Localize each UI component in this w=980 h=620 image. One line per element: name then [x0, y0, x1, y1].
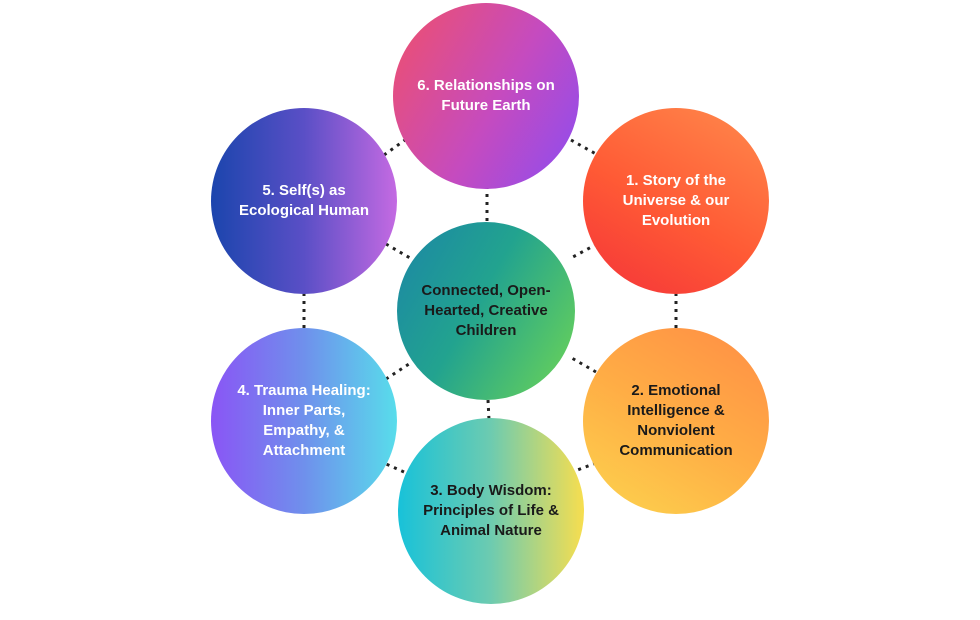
node-body-wisdom: 3. Body Wisdom: Principles of Life & Ani… — [398, 418, 584, 604]
node-label: 5. Self(s) as Ecological Human — [238, 182, 370, 219]
node-label: 4. Trauma Healing: Inner Parts, Empathy,… — [237, 382, 371, 459]
node-story-of-universe: 1. Story of the Universe & our Evolution — [583, 108, 769, 294]
connector-n2-n3 — [571, 461, 597, 474]
connector-center-n4 — [385, 360, 413, 381]
connector-n5-n6 — [383, 138, 406, 157]
center-node: Connected, Open- Hearted, Creative Child… — [397, 222, 575, 400]
node-selfs-ecological-human: 5. Self(s) as Ecological Human — [211, 108, 397, 294]
node-label: 1. Story of the Universe & our Evolution — [622, 172, 730, 229]
node-label: 2. Emotional Intelligence & Nonviolent C… — [619, 382, 733, 459]
node-label: 6. Relationships on Future Earth — [417, 77, 555, 114]
connector-n6-n1 — [570, 138, 597, 156]
node-trauma-healing: 4. Trauma Healing: Inner Parts, Empathy,… — [211, 328, 397, 514]
connector-center-n2 — [569, 355, 597, 374]
node-label: 3. Body Wisdom: Principles of Life & Ani… — [423, 482, 559, 539]
node-emotional-intelligence: 2. Emotional Intelligence & Nonviolent C… — [583, 328, 769, 514]
center-label: Connected, Open- Hearted, Creative Child… — [421, 282, 551, 339]
connector-center-n5 — [385, 242, 411, 260]
connector-center-n1 — [570, 242, 598, 260]
node-relationships-future-earth: 6. Relationships on Future Earth — [393, 3, 579, 189]
connector-n3-n4 — [383, 461, 405, 474]
connector-center-n3 — [486, 399, 491, 421]
